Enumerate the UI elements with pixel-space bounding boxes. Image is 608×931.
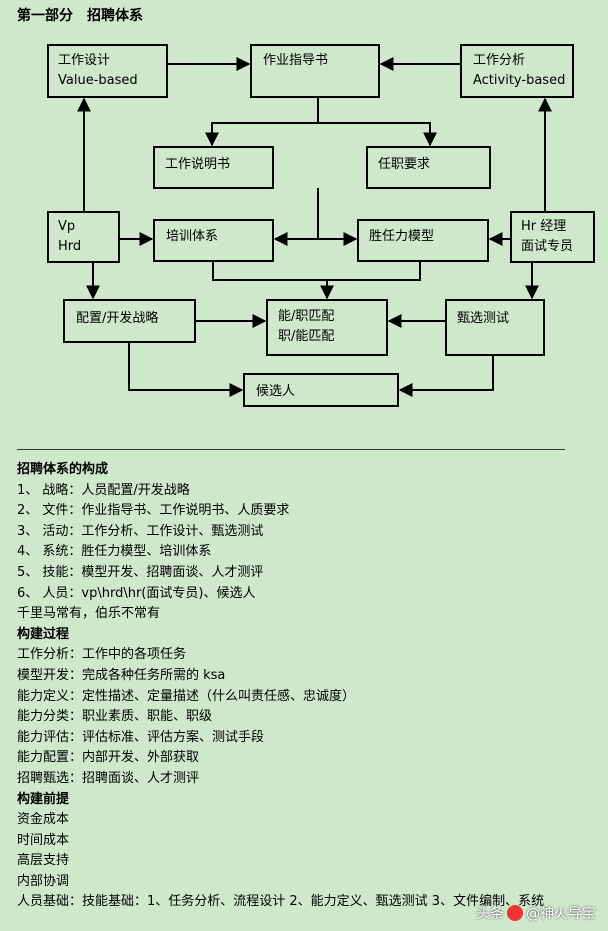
watermark: 头条 @神火导宝 — [476, 903, 596, 923]
box-work-design — [47, 44, 168, 98]
list-item: 能力定义：定性描述、定量描述（什么叫责任感、忠诚度） — [17, 688, 356, 704]
list-item: 3、 活动：工作分析、工作设计、甄选测试 — [17, 523, 264, 539]
label-config: 配置/开发战略 — [76, 310, 158, 326]
list-item: 5、 技能：模型开发、招聘面谈、人才测评 — [17, 564, 264, 580]
watermark-handle: @神火导宝 — [526, 906, 596, 922]
list-item: 2、 文件：作业指导书、工作说明书、人质要求 — [17, 503, 290, 519]
watermark-prefix: 头条 — [476, 906, 504, 922]
label-competency: 胜任力模型 — [369, 229, 434, 244]
list-item: 高层支持 — [17, 853, 70, 869]
document-body: 招聘体系的构成 1、 战略：人员配置/开发战略 2、 文件：作业指导书、工作说明… — [17, 460, 602, 913]
list-item: 工作分析：工作中的各项任务 — [17, 647, 187, 663]
recruitment-flow-diagram: 工作设计 Value-based 作业指导书 工作分析 Activity-bas… — [47, 44, 595, 407]
section-process: 构建过程 工作分析：工作中的各项任务 模型开发：完成各种任务所需的 ksa 能力… — [17, 625, 602, 790]
section-heading: 构建前提 — [17, 791, 70, 807]
label-work-analysis-1: 工作分析 — [473, 53, 525, 68]
list-item: 时间成本 — [17, 832, 70, 848]
label-job-desc: 工作说明书 — [165, 157, 230, 172]
label-training: 培训体系 — [166, 228, 218, 244]
list-item: 人员基础：技能基础：1、任务分析、流程设计 2、能力定义、甄选测试 3、文件编制… — [17, 894, 545, 910]
label-hr-2: 面试专员 — [521, 239, 573, 254]
list-item: 1、 战略：人员配置/开发战略 — [17, 482, 190, 498]
list-item: 能力分类：职业素质、职能、职级 — [17, 709, 213, 725]
box-match — [266, 299, 388, 356]
section-heading: 构建过程 — [17, 626, 70, 642]
label-vp-2: Hrd — [58, 239, 81, 254]
list-item: 4、 系统：胜任力模型、培训体系 — [17, 544, 212, 560]
page-title: 第一部分 招聘体系 — [17, 8, 143, 24]
box-guide — [250, 44, 380, 98]
label-work-design-1: 工作设计 — [58, 53, 110, 68]
box-work-analysis — [460, 44, 574, 98]
section-prerequisites: 构建前提 资金成本 时间成本 高层支持 内部协调 人员基础：技能基础：1、任务分… — [17, 790, 602, 914]
list-item: 内部协调 — [17, 873, 70, 889]
label-candidate: 候选人 — [256, 384, 295, 399]
box-screening — [445, 299, 545, 356]
label-screening: 甄选测试 — [457, 311, 509, 326]
label-hr-1: Hr 经理 — [521, 219, 566, 234]
label-job-req: 任职要求 — [378, 157, 430, 172]
label-guide: 作业指导书 — [263, 53, 328, 68]
list-item: 招聘甄选：招聘面谈、人才测评 — [17, 770, 200, 786]
separator-line — [17, 449, 565, 450]
box-candidate — [243, 373, 399, 407]
list-item: 能力配置：内部开发、外部获取 — [17, 750, 200, 766]
section-heading: 招聘体系的构成 — [17, 462, 109, 477]
label-match-1: 能/职匹配 — [278, 309, 334, 324]
label-vp-1: Vp — [58, 219, 75, 234]
box-job-req — [366, 146, 491, 189]
logo-icon — [507, 905, 523, 921]
list-item: 能力评估：评估标准、评估方案、测试手段 — [17, 729, 265, 745]
list-item: 千里马常有，伯乐不常有 — [17, 606, 161, 622]
label-work-analysis-2: Activity-based — [473, 73, 565, 88]
list-item: 资金成本 — [17, 812, 70, 828]
label-work-design-2: Value-based — [58, 73, 138, 88]
label-match-2: 职/能匹配 — [278, 329, 334, 344]
box-job-desc — [153, 146, 274, 189]
section-composition: 招聘体系的构成 1、 战略：人员配置/开发战略 2、 文件：作业指导书、工作说明… — [17, 460, 602, 625]
list-item: 模型开发：完成各种任务所需的 ksa — [17, 667, 226, 683]
box-competency — [357, 219, 489, 262]
list-item: 6、 人员：vp\hrd\hr(面试专员)、候选人 — [17, 585, 256, 601]
box-hr — [510, 211, 595, 263]
